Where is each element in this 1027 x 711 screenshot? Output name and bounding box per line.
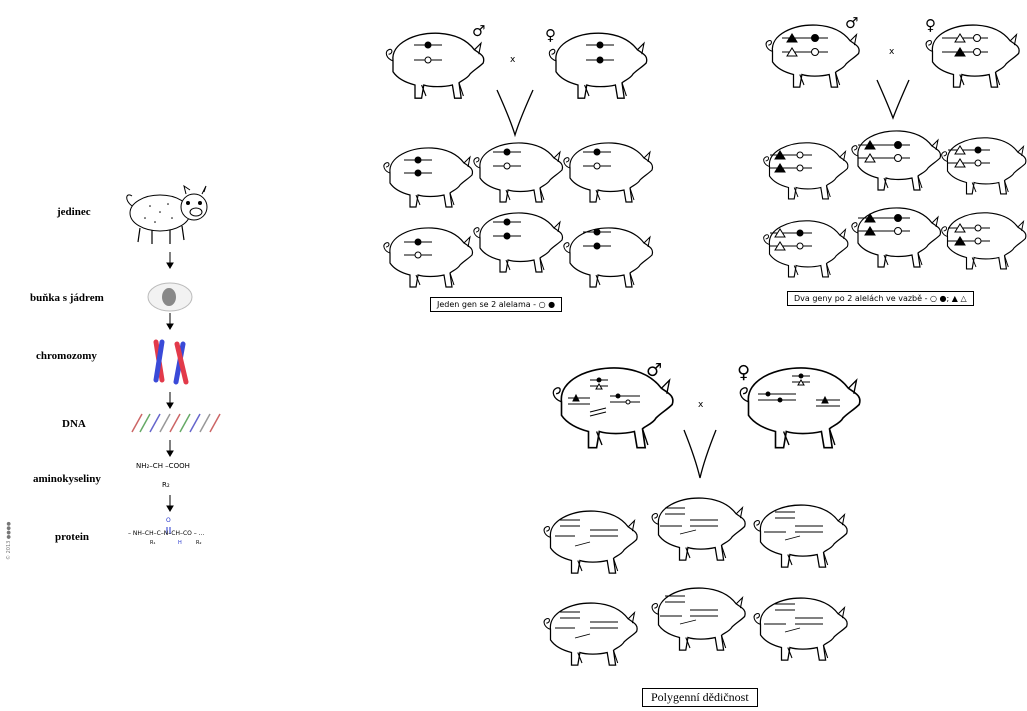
label-amino-acids: aminokyseliny [33, 473, 101, 485]
polygenic-cross-sign: x [698, 400, 704, 410]
single-gene-caption: Jeden gen se 2 alelama - ○ ● [430, 297, 563, 312]
label-cell-with-nucleus: buňka s jádrem [30, 292, 104, 304]
single-female-symbol: ♀ [545, 26, 556, 44]
level-pig-illustration [126, 184, 208, 244]
linked-genes-caption: Dva geny po 2 alelách ve vazbě - ○ ●; ▲ … [787, 291, 974, 306]
label-individual: jedinec [57, 206, 91, 218]
amino-acid-formula: NH₂–CH –COOH [136, 462, 190, 470]
parent-male-pig [385, 32, 485, 99]
linked-male-symbol: ♂ [845, 14, 859, 32]
single-gene-panel [383, 32, 654, 288]
polygenic-male-symbol: ♂ [646, 360, 663, 381]
protein-chain-formula: – NH–CH–C–N–CH–CO – ... [128, 530, 205, 537]
protein-bond-marks [166, 527, 171, 534]
polygenic-panel [543, 367, 861, 666]
polygenic-female-symbol: ♀ [737, 362, 751, 383]
level-arrows [166, 252, 174, 512]
label-dna: DNA [62, 418, 86, 430]
protein-h: H [178, 540, 182, 546]
parent-male-pig [765, 24, 860, 88]
single-male-symbol: ♂ [472, 22, 486, 40]
parent-female-pig [739, 367, 861, 449]
protein-r1: R₁ [150, 540, 156, 546]
amino-acid-r-group: R₂ [162, 481, 170, 489]
cell-nucleus [147, 282, 193, 312]
label-protein: protein [55, 531, 90, 543]
parent-female-pig [925, 24, 1020, 88]
linked-genes-panel [763, 24, 1027, 278]
linked-cross-sign: x [889, 47, 895, 57]
protein-oxygen: O [166, 517, 171, 524]
protein-r2: R₂ [196, 540, 202, 546]
side-watermark: © 2013 ●●●● [6, 521, 12, 560]
label-chromosomes: chromozomy [36, 350, 97, 362]
polygenic-caption: Polygenní dědičnost [642, 688, 758, 707]
chromosomes-image [153, 339, 189, 385]
linked-female-symbol: ♀ [925, 16, 936, 34]
single-cross-sign: x [510, 55, 516, 65]
dna-strands [131, 413, 221, 433]
